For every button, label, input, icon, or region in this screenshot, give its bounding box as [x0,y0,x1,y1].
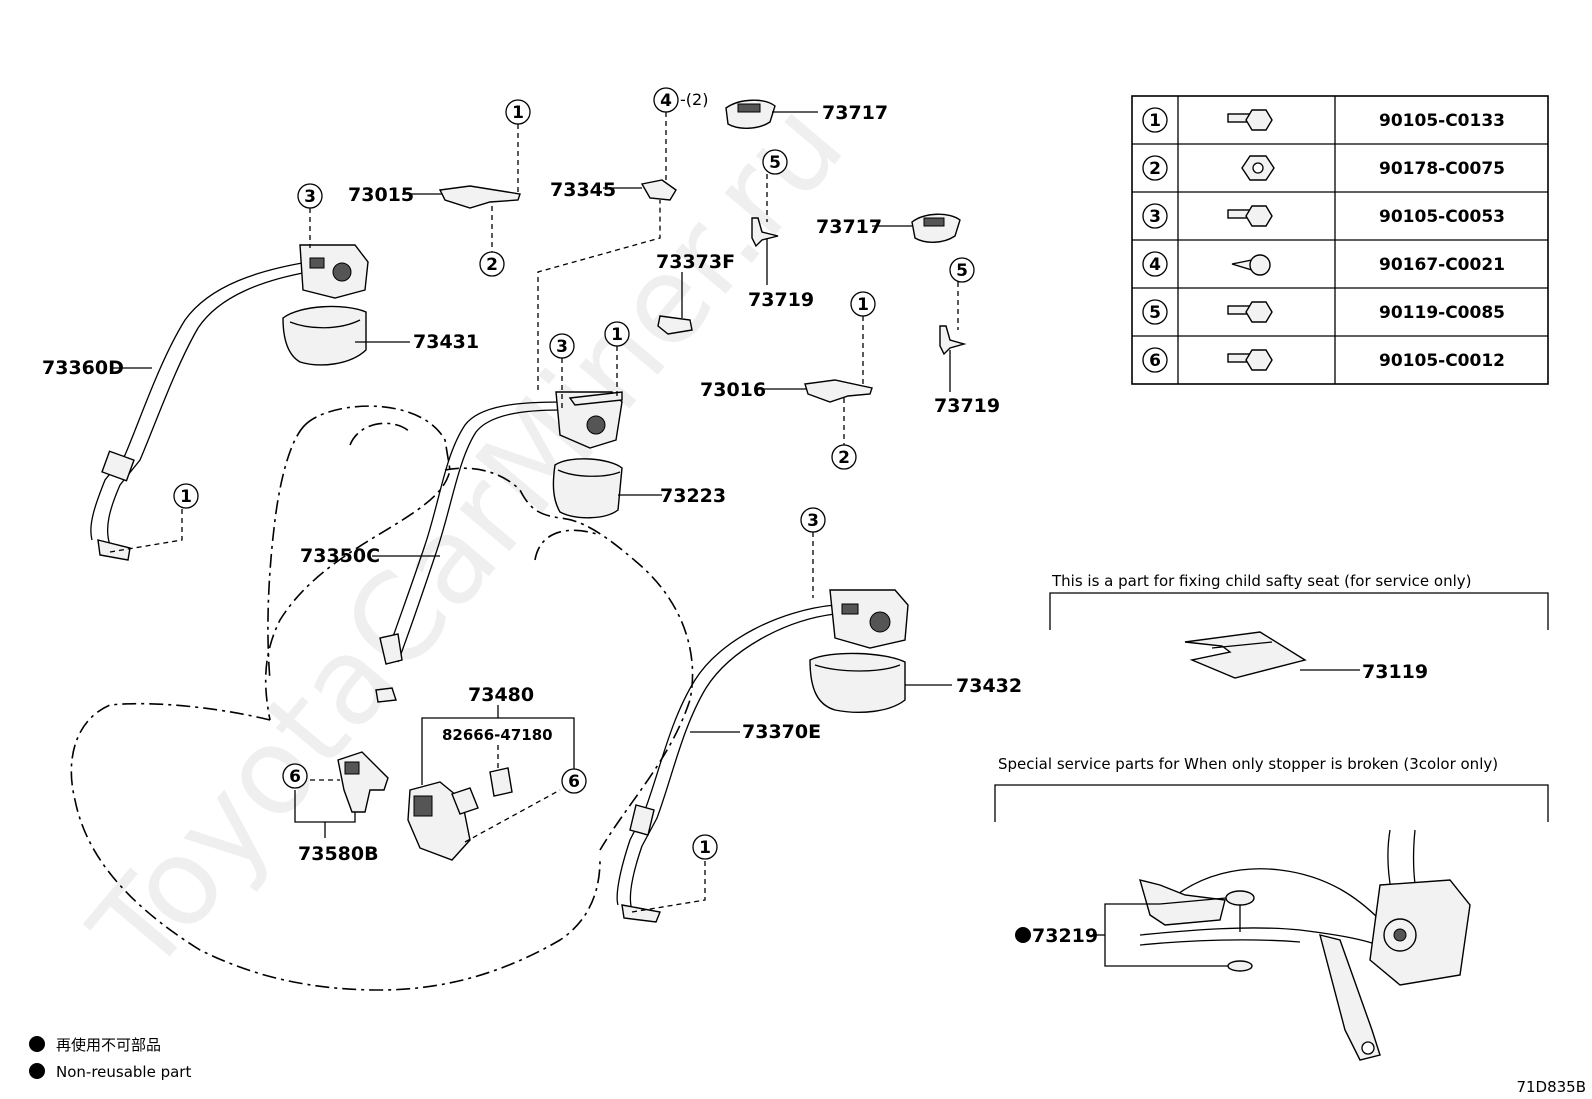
part-label: 73580B [298,843,379,865]
bolt-icon [1227,301,1273,323]
callout-5: 5 [956,261,968,281]
fastener-table: 1 2 3 4 5 6 90105-C0133 90178-C0075 9010… [1131,95,1549,385]
part-label: 73480 [468,684,534,706]
table-ref: 3 [1149,207,1161,227]
non-reusable-mark [1015,927,1031,943]
watermark: ToyotaCarMiner.ru [65,77,871,1000]
table-ref: 2 [1149,159,1161,179]
part-label: 73016 [700,379,766,401]
belt-73370E [616,589,909,923]
child-seat-anchor-73119 [1184,631,1307,679]
non-reusable-mark [29,1063,45,1079]
bracket-73016 [804,379,873,403]
table-part-no: 90178-C0075 [1379,159,1505,179]
part-label: 73345 [550,179,616,201]
buckle-73480 [407,767,513,861]
bracket-73015 [438,185,521,209]
part-label: 73223 [660,485,726,507]
table-part-no: 90105-C0012 [1379,351,1505,371]
callout-1: 1 [857,295,869,315]
table-part-no: 90105-C0133 [1379,111,1505,131]
callout-3: 3 [556,337,568,357]
part-label: 73719 [934,395,1000,417]
cover-73717-mid [911,213,961,243]
cover-73431 [282,305,367,366]
callout-1: 1 [699,838,711,858]
table-part-no: 90119-C0085 [1379,303,1505,323]
callout-3: 3 [304,187,316,207]
callout-1: 1 [611,325,623,345]
legend-jp: 再使用不可部品 [56,1036,161,1054]
buckle-73580B [337,751,389,813]
table-ref: 6 [1149,351,1161,371]
bolt-icon [1227,109,1273,131]
cover-73432 [809,652,906,713]
anchor-73345 [640,179,677,201]
callout-6: 6 [289,767,301,787]
part-label: 73350C [300,545,380,567]
part-label: 73717 [816,216,882,238]
part-label: 73431 [413,331,479,353]
part-label: 73360D [42,357,124,379]
part-label: 73119 [1362,661,1428,683]
cover-73223 [552,458,623,519]
callout-6: 6 [568,772,580,792]
part-label: 82666-47180 [442,726,553,744]
part-label: 73719 [748,289,814,311]
nut-icon [1241,155,1275,181]
stopper-detail [1138,829,1471,1061]
non-reusable-mark [29,1036,45,1052]
part-label: 73219 [1032,925,1098,947]
callout-1: 1 [512,103,524,123]
belt-73360D [90,244,369,561]
table-part-no: 90105-C0053 [1379,207,1505,227]
callout-4: 4 [660,91,672,111]
part-label: 73432 [956,675,1022,697]
callout-4-qty: -(2) [680,90,708,109]
legend-en: Non-reusable part [56,1063,191,1081]
rear-seat-outline [70,405,694,991]
callout-2: 2 [486,255,498,275]
clip-73719-a [751,217,779,248]
legend: 再使用不可部品 Non-reusable part [29,1036,191,1081]
table-ref: 4 [1149,255,1161,275]
belt-73350C [375,391,623,703]
callout-5: 5 [769,153,781,173]
table-ref: 5 [1149,303,1161,323]
bolt-icon [1227,205,1273,227]
stopper-note: Special service parts for When only stop… [998,755,1498,773]
part-label: 73373F [656,251,735,273]
callout-1: 1 [180,487,192,507]
part-label: 73717 [822,102,888,124]
part-label: 73370E [742,721,821,743]
callout-2: 2 [838,448,850,468]
table-part-no: 90167-C0021 [1379,255,1505,275]
cover-73717-top [725,99,776,129]
callout-3: 3 [807,511,819,531]
clip-73719-b [939,325,967,356]
bolt-icon [1227,349,1273,371]
callouts: 1 2 3 4 -(2) 5 5 1 2 3 1 1 3 1 6 6 [173,87,975,860]
child-seat-note: This is a part for fixing child safty se… [1051,572,1471,590]
table-ref: 1 [1149,111,1161,131]
part-label: 73015 [348,184,414,206]
part-73373F [657,315,693,335]
screw-icon [1231,254,1271,276]
diagram-code: 71D835B [1516,1078,1586,1096]
